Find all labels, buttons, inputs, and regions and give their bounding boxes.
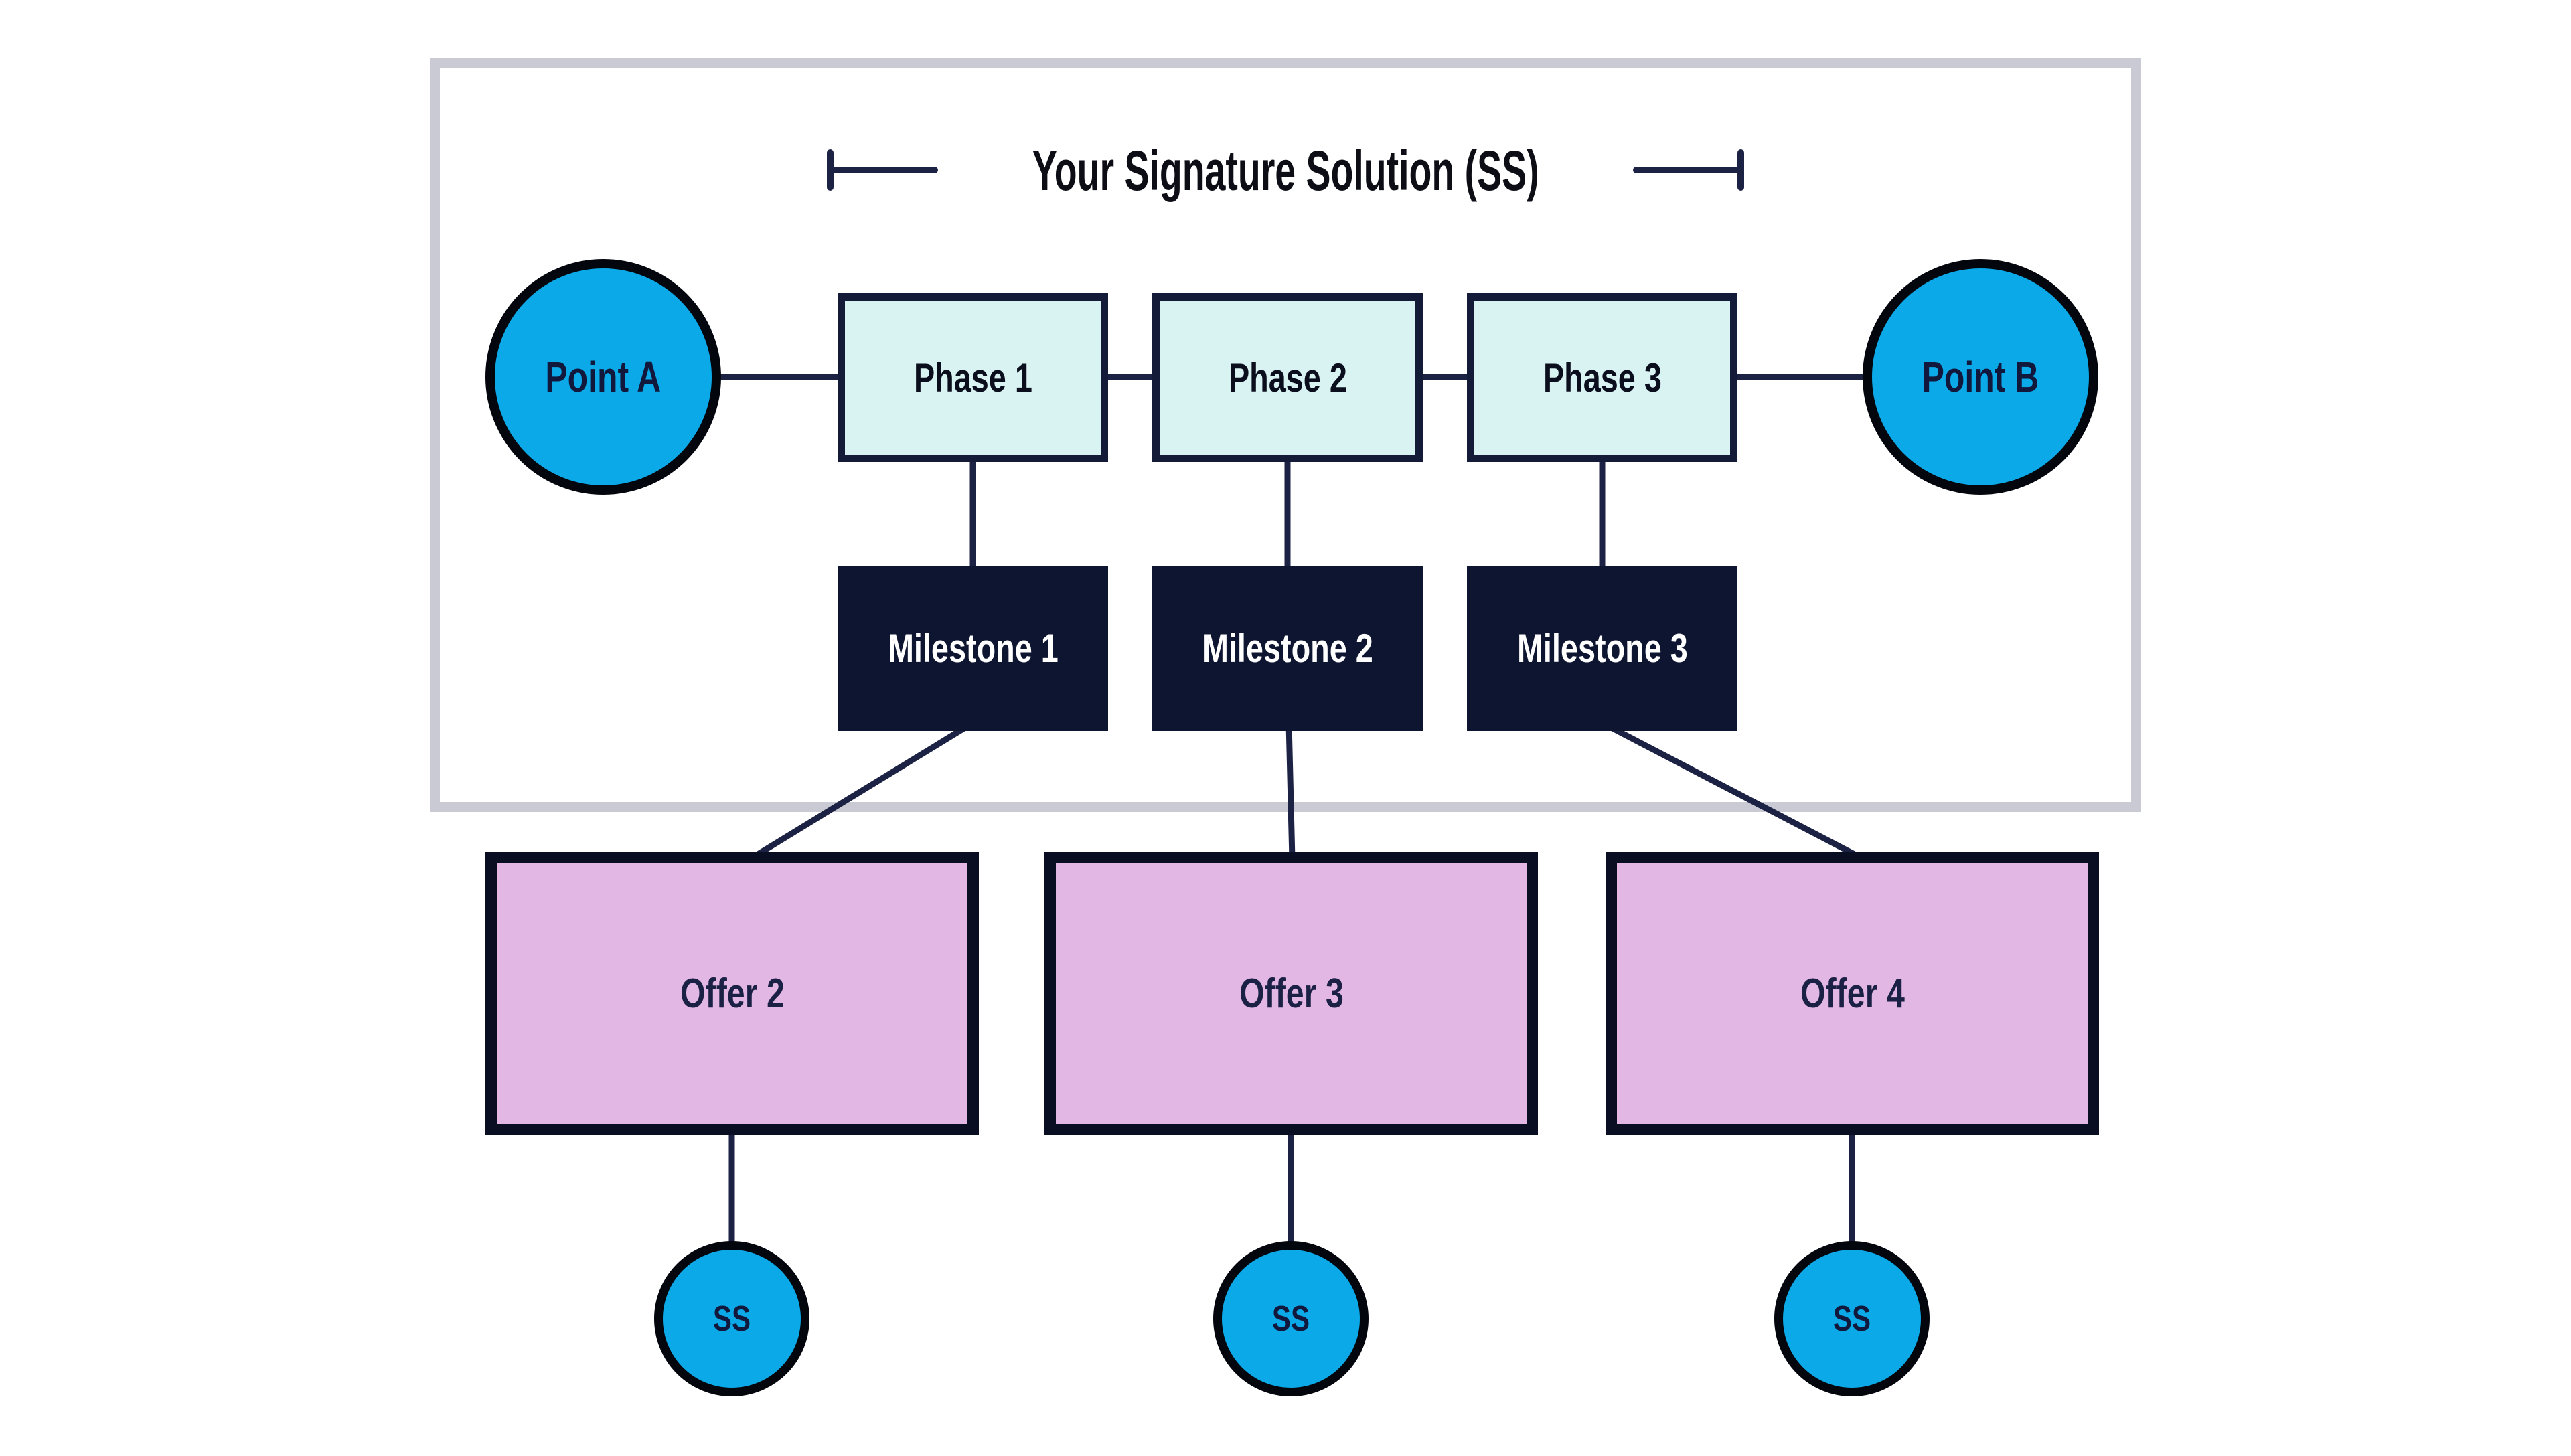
milestone-2-box: Milestone 2: [1152, 566, 1423, 731]
ss-circle-3-label: SS: [1833, 1299, 1871, 1339]
milestone2-offer3-connector: [1286, 722, 1296, 860]
offer-4-label: Offer 4: [1800, 970, 1905, 1017]
offer-3-label: Offer 3: [1239, 970, 1344, 1017]
phase-2-label: Phase 2: [1228, 355, 1347, 400]
offer-2-box: Offer 2: [485, 852, 979, 1135]
diagram-title: Your Signature Solution (SS): [430, 134, 2141, 208]
point-b-label: Point B: [1922, 353, 2039, 401]
phase-3-label: Phase 3: [1543, 355, 1662, 400]
milestone-1-box: Milestone 1: [838, 566, 1108, 731]
phase-1-box: Phase 1: [838, 293, 1108, 462]
ss-circle-3: SS: [1774, 1241, 1930, 1396]
phase-1-label: Phase 1: [913, 355, 1032, 400]
milestone3-offer4-connector: [1600, 720, 1867, 862]
offer-2-label: Offer 2: [680, 970, 785, 1017]
milestone-2-label: Milestone 2: [1202, 626, 1373, 671]
ss-circle-1-label: SS: [712, 1299, 751, 1339]
ss-circle-2-label: SS: [1271, 1299, 1310, 1339]
milestone1-offer2-connector: [747, 720, 975, 862]
offer-3-box: Offer 3: [1044, 852, 1538, 1135]
milestone-3-label: Milestone 3: [1516, 626, 1688, 671]
diagram-title-text: Your Signature Solution (SS): [1032, 139, 1539, 202]
milestone-3-box: Milestone 3: [1467, 566, 1737, 731]
milestone-1-label: Milestone 1: [887, 626, 1059, 671]
point-a-circle: Point A: [485, 259, 721, 495]
phase-2-box: Phase 2: [1152, 293, 1423, 462]
point-b-circle: Point B: [1863, 259, 2098, 495]
ss-circle-2: SS: [1213, 1241, 1369, 1396]
phase-3-box: Phase 3: [1467, 293, 1737, 462]
offer-4-box: Offer 4: [1606, 852, 2099, 1135]
ss-circle-1: SS: [654, 1241, 809, 1396]
point-a-label: Point A: [545, 353, 661, 401]
